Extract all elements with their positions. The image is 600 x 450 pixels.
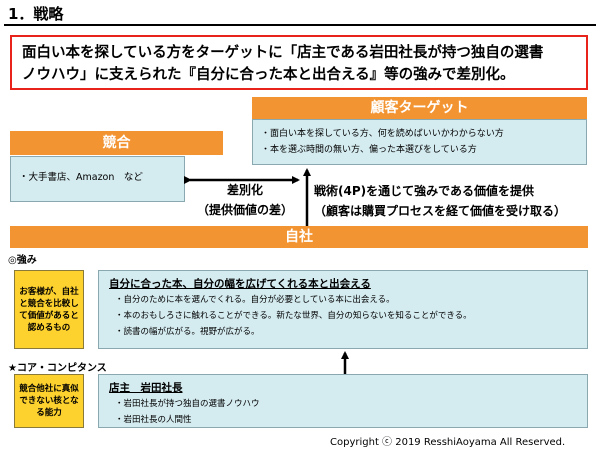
differentiation-subtitle: （提供価値の差） bbox=[196, 203, 293, 217]
strategy-summary-box: 面白い本を探している方をターゲットに「店主である岩田社長が持つ独自の選書 ノウハ… bbox=[10, 35, 588, 90]
tactics-label: 戦術(4P)を通じて強みである価値を提供 （顧客は購買プロセスを経て価値を受け取… bbox=[314, 181, 594, 221]
core-competence-title: 店主 岩田社長 bbox=[109, 382, 183, 394]
strengths-title: 自分に合った本、自分の幅を広げてくれる本と出会える bbox=[109, 278, 371, 290]
core-competence-definition-box: 競合他社に真似できない核となる能力 bbox=[14, 374, 84, 428]
own-company-header: 自社 bbox=[10, 226, 588, 248]
summary-line-1: 面白い本を探している方をターゲットに「店主である岩田社長が持つ独自の選書 bbox=[22, 45, 544, 61]
target-item-1: ・面白い本を探している方、何を読めばいいかわからない方 bbox=[261, 129, 504, 139]
copyright-notice: Copyright ⓒ 2019 ResshiAoyama All Reserv… bbox=[330, 437, 566, 448]
strength-item-1: ・自分のために本を選んでくれる。自分が必要としている本に出会える。 bbox=[115, 295, 395, 305]
core-competence-box: 店主 岩田社長 ・岩田社長が持つ独自の選書ノウハウ ・岩田社長の人間性 bbox=[98, 374, 588, 428]
competition-item: ・大手書店、Amazon など bbox=[19, 172, 143, 183]
tactics-line-1: 戦術(4P)を通じて強みである価値を提供 bbox=[314, 184, 534, 198]
competition-header: 競合 bbox=[10, 131, 223, 155]
customer-target-box: ・面白い本を探している方、何を読めばいいかわからない方 ・本を選ぶ時間の無い方、… bbox=[252, 119, 587, 165]
strength-item-2: ・本のおもしろさに触れることができる。新たな世界、自分の知らないを知ることができ… bbox=[115, 311, 472, 321]
strengths-label: ◎強み bbox=[8, 255, 37, 266]
differentiation-title: 差別化 bbox=[226, 183, 263, 197]
differentiation-label: 差別化 （提供価値の差） bbox=[190, 180, 300, 220]
strengths-definition-box: お客様が、自社と競合を比較して価値があると認めるもの bbox=[14, 270, 84, 349]
core-competence-label: ★コア・コンピタンス bbox=[8, 363, 107, 374]
section-title: 1．戦略 bbox=[8, 5, 64, 23]
target-item-2: ・本を選ぶ時間の無い方、偏った本選びをしている方 bbox=[261, 145, 477, 155]
core-item-1: ・岩田社長が持つ独自の選書ノウハウ bbox=[115, 399, 260, 409]
tactics-line-2: （顧客は購買プロセスを経て価値を受け取る） bbox=[314, 204, 567, 218]
summary-line-2: ノウハウ」に支えられた『自分に合った本と出合える』等の強みで差別化。 bbox=[22, 67, 515, 83]
competition-box: ・大手書店、Amazon など bbox=[10, 156, 185, 202]
title-divider bbox=[4, 24, 596, 26]
strength-item-3: ・読書の幅が広がる。視野が広がる。 bbox=[115, 327, 260, 337]
strengths-box: 自分に合った本、自分の幅を広げてくれる本と出会える ・自分のために本を選んでくれ… bbox=[98, 270, 588, 349]
core-item-2: ・岩田社長の人間性 bbox=[115, 415, 192, 425]
customer-target-header: 顧客ターゲット bbox=[252, 97, 587, 119]
